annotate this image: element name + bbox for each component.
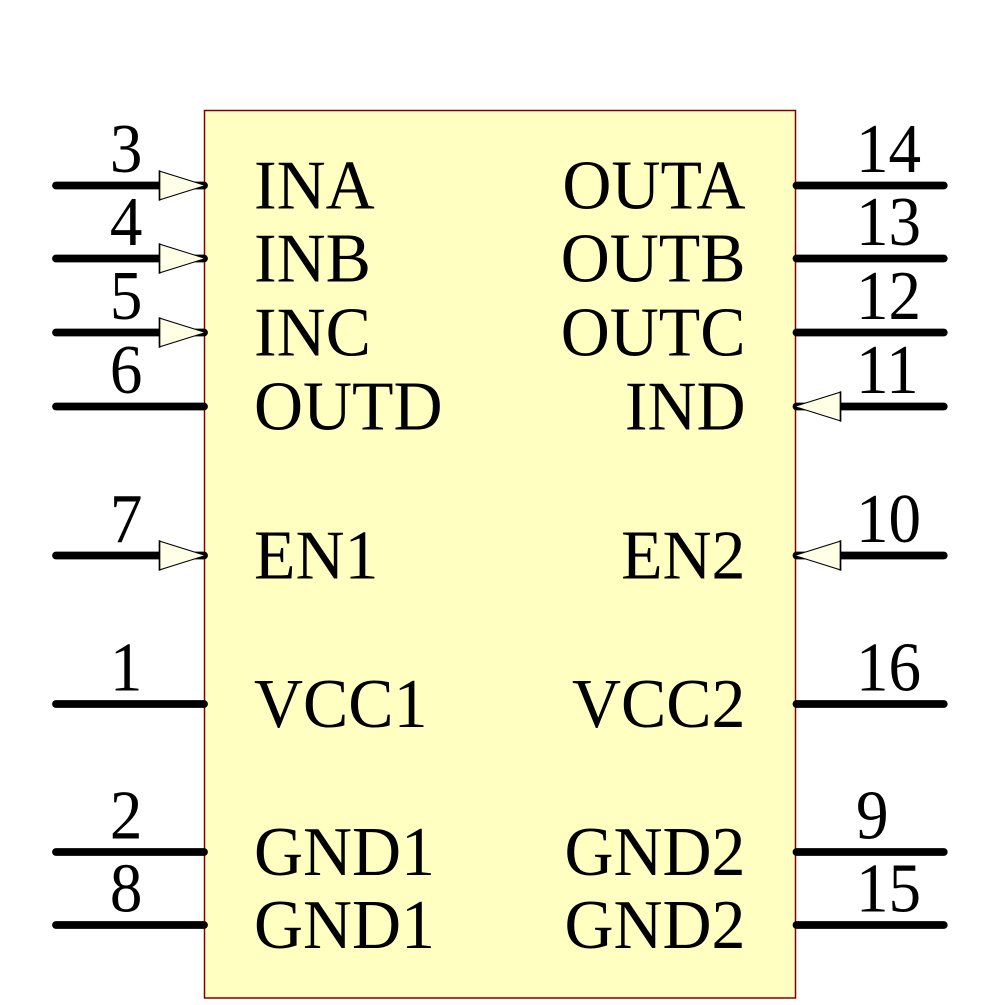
svg-text:10: 10 [856, 480, 921, 558]
svg-text:INB: INB [254, 220, 371, 297]
svg-text:OUTA: OUTA [562, 147, 745, 224]
svg-text:OUTC: OUTC [561, 294, 746, 371]
svg-text:GND1: GND1 [254, 813, 435, 890]
svg-text:8: 8 [110, 849, 143, 927]
svg-text:EN2: EN2 [621, 517, 745, 594]
svg-text:OUTB: OUTB [561, 220, 746, 297]
svg-text:1: 1 [110, 628, 143, 706]
svg-text:5: 5 [110, 257, 143, 335]
svg-text:6: 6 [110, 331, 143, 409]
svg-text:GND2: GND2 [564, 886, 745, 963]
svg-text:IND: IND [625, 368, 746, 445]
svg-text:13: 13 [856, 183, 921, 261]
svg-text:7: 7 [110, 480, 143, 558]
svg-text:INA: INA [254, 147, 375, 224]
svg-text:15: 15 [856, 849, 921, 927]
svg-text:14: 14 [856, 110, 921, 188]
svg-text:INC: INC [254, 294, 371, 371]
svg-text:12: 12 [856, 257, 921, 335]
svg-text:GND1: GND1 [254, 886, 435, 963]
svg-text:EN1: EN1 [254, 517, 378, 594]
svg-text:9: 9 [856, 776, 889, 854]
svg-text:VCC2: VCC2 [572, 665, 746, 742]
svg-text:11: 11 [856, 331, 919, 409]
svg-text:VCC1: VCC1 [254, 665, 428, 742]
svg-text:16: 16 [856, 628, 921, 706]
svg-text:4: 4 [110, 183, 143, 261]
svg-text:GND2: GND2 [564, 813, 745, 890]
svg-text:OUTD: OUTD [254, 368, 443, 445]
svg-text:3: 3 [110, 110, 143, 188]
svg-text:2: 2 [110, 776, 143, 854]
